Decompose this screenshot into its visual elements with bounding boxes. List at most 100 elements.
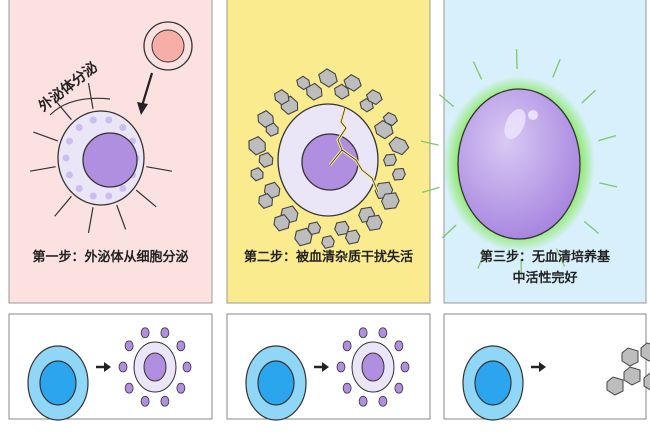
impurity-rock [321,235,335,249]
exosome-dot [400,361,410,373]
exosome-dot [124,340,134,352]
glow-ray [420,140,439,146]
exosome-core [151,29,185,63]
vesicle-dot [89,192,97,200]
exosome-dot [394,382,404,394]
secreting-cell-nucleus [361,352,385,382]
sphere-highlight [504,109,526,139]
impurity-rock [344,229,361,245]
arrow-icon [137,72,154,115]
serum-impurity-rocks [248,68,410,249]
impurity-rock [365,214,383,232]
impurity-rock [273,214,290,232]
secreting-cell [29,83,173,233]
cell-spike [146,166,173,172]
glow-ray [555,248,566,267]
source-cell-nucleus [257,360,295,406]
impurity-rock [250,167,264,182]
vesicle-dot [119,184,127,192]
exosome-dot [336,361,346,373]
vesicle-dot [105,116,113,124]
exosome-dot [378,327,388,339]
step-1-label: 第一步：外泌体从细胞分泌 [32,250,189,265]
impurity-rock [621,347,639,367]
vesicle-dot [75,124,83,132]
impurity-rock [643,372,650,391]
cell-spike [33,131,58,142]
healthy-exosome-sphere [457,88,581,240]
glow-ray [477,250,486,270]
impurity-rock [334,220,350,236]
exosome-dot [140,395,150,407]
impurity-rock [257,110,274,128]
vesicle-dot [75,184,83,192]
impurity-rock [382,111,399,127]
impurity-rock [248,136,266,156]
cell-nucleus [82,132,138,188]
impurity-rock [258,152,274,168]
exosome-dot [160,327,170,339]
vesicle-dot [65,171,73,179]
secretion-arc [49,97,111,116]
impurity-rock [380,192,400,210]
step-3-label-line-1: 第三步：无血清培养基 [479,250,610,265]
glow-ray [599,182,618,188]
impurity-rock [274,89,290,106]
exosome-dot [118,361,128,373]
impurity-rock [640,342,650,362]
exosome-dot [378,395,388,407]
exosome-dot [358,327,368,339]
exosome-dot [342,340,352,352]
vesicle-dot [89,116,97,124]
impurity-rock [391,167,406,181]
impurity-rock [305,82,323,101]
cell-spike [29,166,56,172]
impurity-rock [365,89,383,106]
exosome-dot [394,340,404,352]
step-2-label: 第二步：被血清杂质干扰失活 [243,250,413,265]
source-cell-nucleus [39,360,77,406]
glow-ray [421,186,440,193]
cell-spike [54,99,72,121]
source-cell-nucleus [474,360,512,406]
exosome-dot [140,327,150,339]
cell-spike [135,189,157,208]
impurity-rock [374,119,394,140]
impurity-rock [296,75,311,91]
glow-ray [552,58,561,78]
impurity-rock [382,153,398,167]
vesicle-dot [65,137,73,145]
impurity-rock [388,136,410,156]
impurity-rock [318,68,338,88]
cell-spike [87,83,94,109]
vesicle-dot [119,124,127,132]
exosome-dot [358,395,368,407]
glow-ray [472,61,483,80]
glow-ray [438,94,455,108]
glow-ray [581,89,597,104]
cell-spike [54,195,72,217]
vesicle-dot [105,192,113,200]
vesicle-dot [62,154,70,162]
exosome-dot [124,382,134,394]
impurity-rock [294,227,313,247]
bottom-illustrations [27,327,650,421]
exosome-dot [342,382,352,394]
arrow-head-icon [104,362,111,372]
impurity-rock [258,193,274,209]
glow-ray [441,224,457,239]
arrow-head-icon [322,362,329,372]
secreting-cell-nucleus [143,352,167,382]
step-3-label-line-2: 中活性完好 [512,271,578,286]
glow-ray [583,220,600,234]
impurity-rock [334,83,350,100]
damaged-cell-nucleus [301,133,359,191]
exosome-dot [176,340,186,352]
glow-ray [598,135,617,142]
exosome-dot [160,395,170,407]
cell-spike [116,204,127,230]
exosome-dot [176,382,186,394]
impurity-rock [623,366,641,386]
glow-rays [420,49,618,279]
